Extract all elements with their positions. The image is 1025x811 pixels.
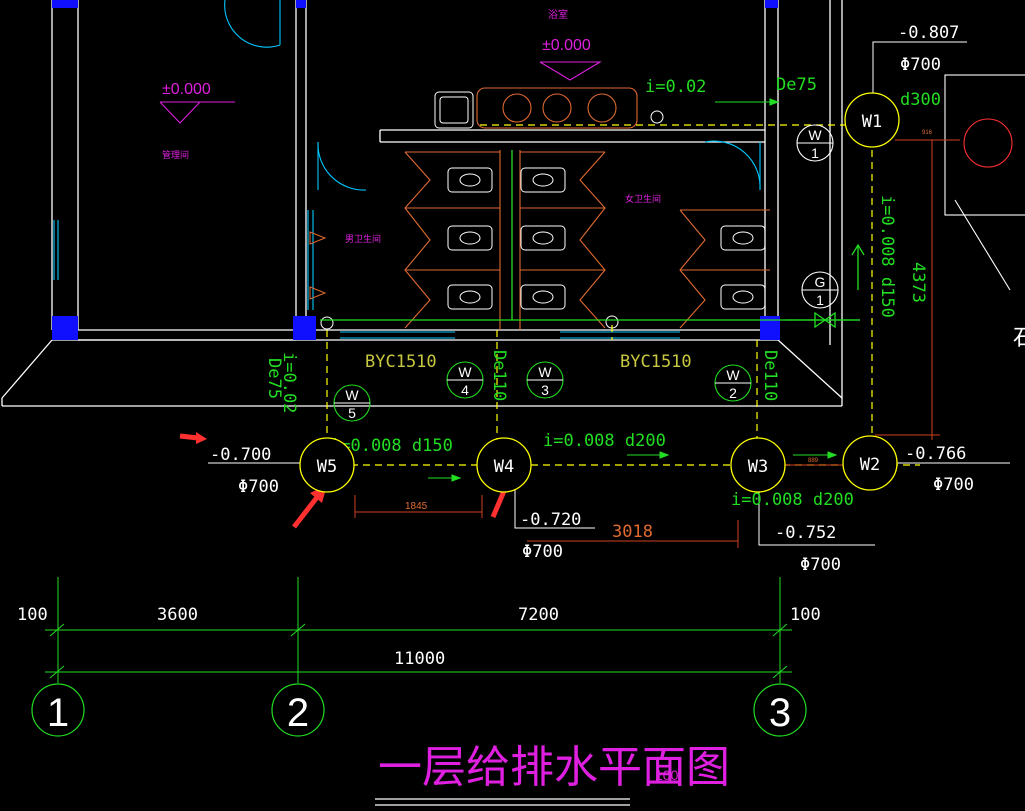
tag-w2-letter: W: [726, 367, 740, 383]
well-w5-id: W5: [317, 457, 337, 477]
well-w1-diameter: Φ700: [900, 55, 941, 75]
tag-w5-letter: W: [345, 387, 359, 403]
toilet-partitions: [404, 150, 770, 330]
drain-pipes: [326, 124, 920, 466]
axis-label-2: 2: [287, 691, 309, 735]
w3-w2-slope-label: i=0.008 d200: [731, 490, 854, 510]
tag-w4-letter: W: [458, 364, 472, 380]
window-label-left: BYC1510: [365, 352, 437, 372]
axis-label-3: 3: [769, 691, 791, 735]
left-room-elevation: ±0.000: [162, 81, 211, 98]
well-w2: W2 -0.766 Φ700: [842, 435, 974, 495]
left-room-label: 管理间: [162, 149, 189, 160]
de75-left-label: De75: [264, 358, 284, 399]
de110-left-label: De110: [489, 350, 509, 401]
title-underline: [375, 798, 630, 806]
well-w3-id: W3: [748, 457, 768, 477]
well-w5-diameter: Φ700: [238, 477, 279, 497]
well-w3: W3 -0.752 Φ700: [730, 437, 841, 575]
top-room-label: 浴室: [548, 8, 568, 21]
external-structure: [944, 74, 1025, 291]
doors-windows: [53, 0, 761, 339]
male-toilet-label: 男卫生间: [345, 233, 381, 244]
well-w4: W4 -0.720 Φ700: [476, 437, 581, 562]
well-leaders: [208, 41, 1010, 546]
w1-size-label: d300: [900, 90, 941, 110]
dim-w1-pipe: 916: [922, 130, 933, 136]
dim-w3-w2: 889: [808, 458, 819, 464]
well-w5: W5 -0.700 Φ700: [210, 437, 355, 497]
well-w3-diameter: Φ700: [800, 555, 841, 575]
well-w1: W1 -0.807 Φ700: [844, 23, 959, 148]
tag-g1-letter: G: [815, 274, 826, 290]
elevation-symbols: [159, 61, 602, 124]
wash-basins: [476, 87, 638, 129]
tag-w2: W 2: [714, 364, 752, 402]
female-toilet-label: 女卫生间: [625, 193, 661, 204]
tag-w4-num: 4: [461, 382, 469, 398]
tag-w1-letter: W: [808, 127, 822, 143]
well-w3-elevation: -0.752: [775, 523, 836, 543]
water-supply-pipes: [320, 150, 865, 329]
well-w5-elevation: -0.700: [210, 445, 271, 465]
axis-bubble-3: 3: [753, 683, 807, 737]
grid-dim-left-offset: 100: [17, 605, 48, 625]
tag-g1: G 1: [801, 271, 839, 309]
de75-top-label: De75: [776, 75, 817, 95]
structural-columns: [52, 0, 780, 340]
dim-w5-w4: 1845: [405, 501, 428, 512]
grid-dim-total: 11000: [394, 649, 445, 669]
dim-w4-w3: 3018: [612, 522, 653, 542]
right-vertical-slope-label: i=0.008 d150: [877, 195, 897, 318]
tag-w3: W 3: [526, 361, 564, 399]
building-walls: [1, 0, 843, 407]
left-vertical-slope-label: i=0.02: [279, 352, 299, 413]
red-dimension-lines: [354, 139, 960, 548]
tag-g1-num: 1: [816, 292, 824, 308]
right-distance-label: 4373: [908, 262, 928, 303]
middle-room-elevation: ±0.000: [542, 37, 591, 54]
tag-w3-num: 3: [541, 382, 549, 398]
edge-text: 石: [1013, 325, 1025, 350]
grid-dim-right-offset: 100: [790, 605, 821, 625]
well-w4-id: W4: [494, 457, 514, 477]
tag-w2-num: 2: [729, 385, 737, 401]
axis-bubble-1: 1: [31, 683, 85, 737]
grid-dim-bay-2-3: 7200: [518, 605, 559, 625]
drawing-scale-suffix: 100: [655, 767, 679, 783]
well-w1-id: W1: [862, 112, 882, 132]
w4-w3-slope-label: i=0.008 d200: [543, 431, 666, 451]
grid-dimension-lines: [45, 577, 792, 683]
slope-top-label: i=0.02: [645, 77, 706, 97]
well-w2-elevation: -0.766: [905, 444, 966, 464]
well-w4-elevation: -0.720: [520, 510, 581, 530]
tag-w4: W 4: [446, 361, 484, 399]
w5-w4-slope-label: i=0.008 d150: [330, 436, 453, 456]
well-w1-elevation: -0.807: [898, 23, 959, 43]
flow-arrows: [428, 98, 838, 482]
tag-w1-num: 1: [811, 145, 819, 161]
urinals: [309, 231, 327, 300]
squat-toilets: [434, 91, 766, 310]
axis-bubble-2: 2: [271, 683, 325, 737]
tag-w5: W 5: [333, 384, 371, 422]
tag-w5-num: 5: [348, 405, 356, 421]
tag-w3-letter: W: [538, 364, 552, 380]
de110-right-label: De110: [760, 350, 780, 401]
axis-label-1: 1: [47, 691, 69, 735]
well-w2-id: W2: [860, 455, 880, 475]
drawing-title: 一层给排水平面图: [378, 742, 730, 793]
window-label-right: BYC1510: [620, 352, 692, 372]
tag-w1: W 1: [796, 124, 834, 162]
grid-dim-bay-1-2: 3600: [157, 605, 198, 625]
well-w2-diameter: Φ700: [933, 475, 974, 495]
well-w4-diameter: Φ700: [522, 542, 563, 562]
